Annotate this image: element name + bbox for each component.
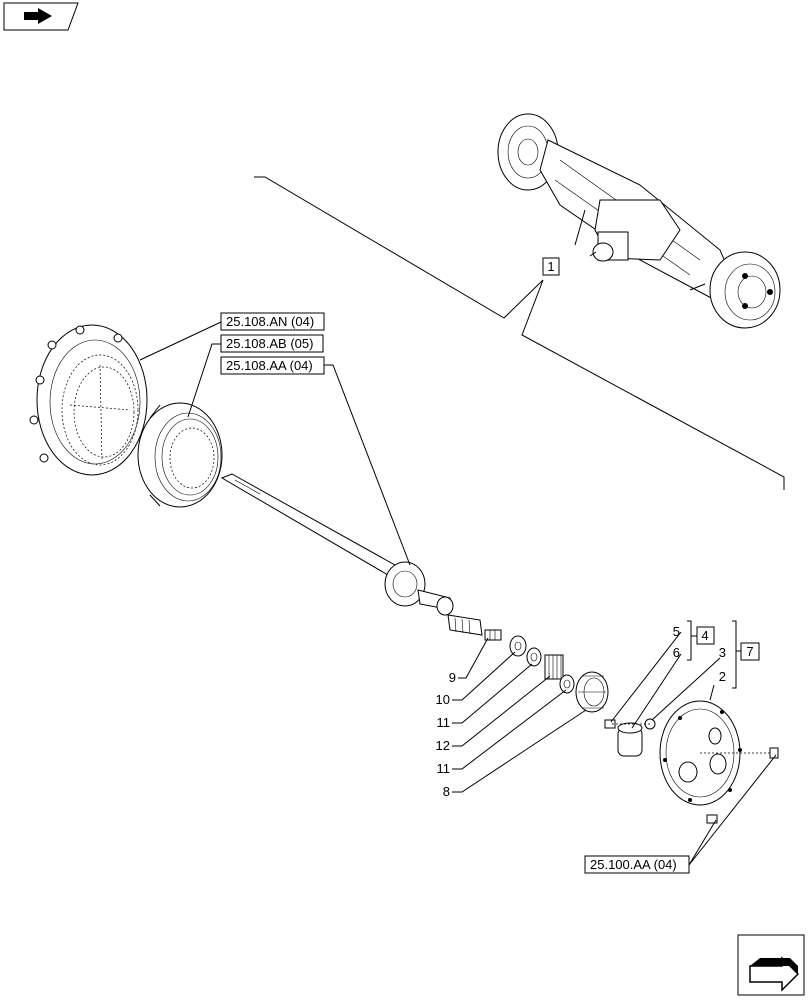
callout-number: 5 bbox=[673, 624, 680, 639]
cover-plate-drawing bbox=[604, 700, 779, 824]
small-parts-drawing bbox=[484, 629, 609, 713]
callout-number: 3 bbox=[719, 645, 726, 660]
reference-box-25-100-aa[interactable]: 25.100.AA (04) bbox=[584, 855, 690, 874]
callout-number: 12 bbox=[436, 738, 450, 753]
book-arrow-icon[interactable] bbox=[3, 2, 79, 31]
callout-10: 10 bbox=[436, 651, 516, 707]
reference-label: 25.108.AA (04) bbox=[226, 358, 313, 373]
callout-number: 9 bbox=[449, 670, 456, 685]
callout-box-1[interactable]: 1 bbox=[542, 257, 560, 276]
callout-number: 6 bbox=[673, 645, 680, 660]
callout-number: 4 bbox=[701, 628, 708, 643]
callout-number: 1 bbox=[547, 259, 554, 274]
callout-9: 9 bbox=[449, 637, 489, 685]
next-page-arrow-icon[interactable] bbox=[737, 934, 805, 996]
callout-number: 7 bbox=[746, 644, 753, 659]
callout-11-first: 11 bbox=[437, 663, 533, 730]
reference-leader-lines bbox=[139, 321, 777, 866]
reference-label: 25.108.AB (05) bbox=[226, 336, 313, 351]
reference-label: 25.108.AN (04) bbox=[226, 314, 314, 329]
assembly-leader-lines bbox=[254, 176, 785, 490]
hub-housing-drawing bbox=[29, 324, 148, 476]
callout-number: 11 bbox=[437, 761, 451, 776]
reference-box-25-108-aa[interactable]: 25.108.AA (04) bbox=[220, 356, 325, 375]
reference-box-25-108-an[interactable]: 25.108.AN (04) bbox=[220, 312, 325, 331]
callout-box-7[interactable]: 7 bbox=[740, 642, 760, 661]
axle-assembly-drawing bbox=[497, 113, 781, 329]
group-brackets bbox=[687, 620, 741, 689]
callout-8: 8 bbox=[443, 709, 587, 799]
reference-box-25-108-ab[interactable]: 25.108.AB (05) bbox=[220, 334, 324, 353]
callout-number: 2 bbox=[719, 669, 726, 684]
callout-11-second: 11 bbox=[437, 689, 567, 776]
callout-5: 5 bbox=[610, 624, 682, 723]
callout-3: 3 bbox=[651, 645, 726, 721]
callout-box-4[interactable]: 4 bbox=[696, 626, 715, 645]
ring-gear-drawing bbox=[137, 402, 223, 508]
shaft-and-differential-drawing bbox=[220, 473, 483, 636]
callout-2: 2 bbox=[709, 669, 726, 701]
callout-number: 8 bbox=[443, 784, 450, 799]
callout-number: 10 bbox=[436, 692, 450, 707]
callout-12: 12 bbox=[436, 675, 551, 753]
reference-label: 25.100.AA (04) bbox=[590, 857, 677, 872]
callout-number: 11 bbox=[437, 715, 451, 730]
callout-6: 6 bbox=[631, 645, 682, 729]
